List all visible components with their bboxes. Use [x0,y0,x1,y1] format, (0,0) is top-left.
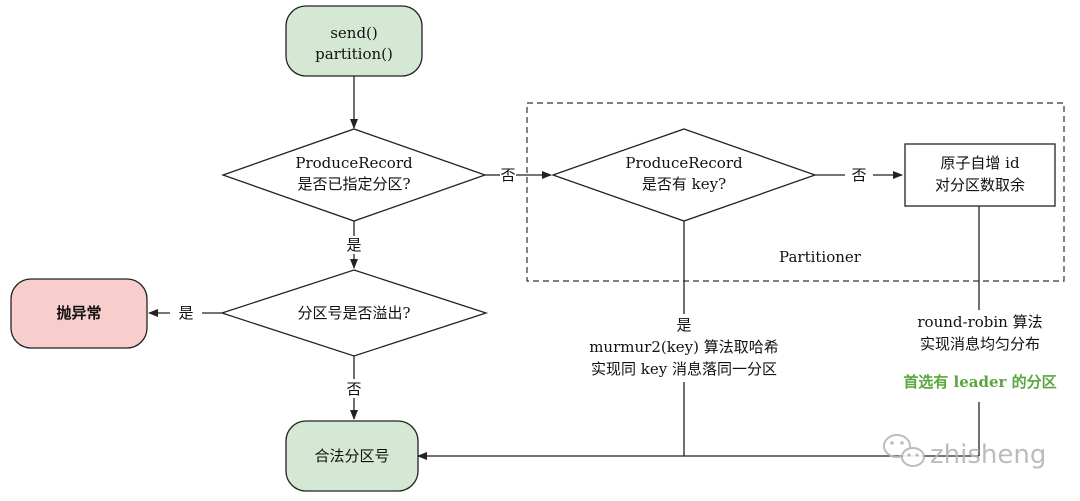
valid-partition-node: 合法分区号 [285,420,419,492]
exception-node: 抛异常 [10,278,148,349]
has-key-shape [551,128,817,222]
specified-partition-line2: 是否已指定分区? [297,175,410,193]
watermark: zhisheng [883,434,1046,470]
round-robin-line3: 首选有 leader 的分区 [903,373,1056,391]
watermark-text: zhisheng [930,440,1046,470]
partitioner-border [526,102,1065,282]
edge-label-no-valid: 否 [346,380,361,398]
overflow-label: 分区号是否溢出? [297,304,410,322]
start-line1: send() [330,24,378,42]
valid-partition-shape [285,420,419,492]
edge-labels: 否 是 是 否 否 [178,166,866,398]
exception-label: 抛异常 [56,304,101,322]
round-robin-note: round-robin 算法 实现消息均匀分布 首选有 leader 的分区 [903,313,1056,391]
overflow-shape [219,269,489,357]
valid-partition-label: 合法分区号 [314,447,389,465]
key-hash-line2: murmur2(key) 算法取哈希 [589,338,779,356]
partitioner-group: Partitioner [526,102,1065,282]
round-robin-box-line1: 原子自增 id [940,154,1020,172]
specified-partition-shape [221,128,487,222]
overflow-decision: 分区号是否溢出? [219,269,489,357]
edge-label-yes-overflow: 是 [346,236,361,254]
round-robin-line2: 实现消息均匀分布 [920,335,1040,353]
has-key-line2: 是否有 key? [642,175,726,193]
key-hash-line1: 是 [676,316,691,334]
exception-shape [10,278,148,349]
has-key-decision: ProduceRecord 是否有 key? [551,128,817,222]
edge-label-no-round-robin: 否 [851,166,866,184]
key-hash-line3: 实现同 key 消息落同一分区 [591,360,777,378]
connectors [148,76,980,460]
round-robin-line1: round-robin 算法 [917,313,1042,331]
start-node: send() partition() [285,5,423,77]
start-line2: partition() [315,45,393,63]
has-key-line1: ProduceRecord [625,154,743,172]
key-hash-note: 是 murmur2(key) 算法取哈希 实现同 key 消息落同一分区 [589,316,779,378]
round-robin-box-shape [904,143,1056,207]
partitioner-label: Partitioner [779,248,862,266]
round-robin-box-line2: 对分区数取余 [935,176,1025,194]
wechat-icon [883,434,925,467]
edge-label-no-has-key: 否 [500,166,515,184]
specified-partition-line1: ProduceRecord [295,154,413,172]
edge-label-yes-exception: 是 [178,304,193,322]
start-shape [285,5,423,77]
round-robin-box: 原子自增 id 对分区数取余 [904,143,1056,207]
specified-partition-decision: ProduceRecord 是否已指定分区? [221,128,487,222]
